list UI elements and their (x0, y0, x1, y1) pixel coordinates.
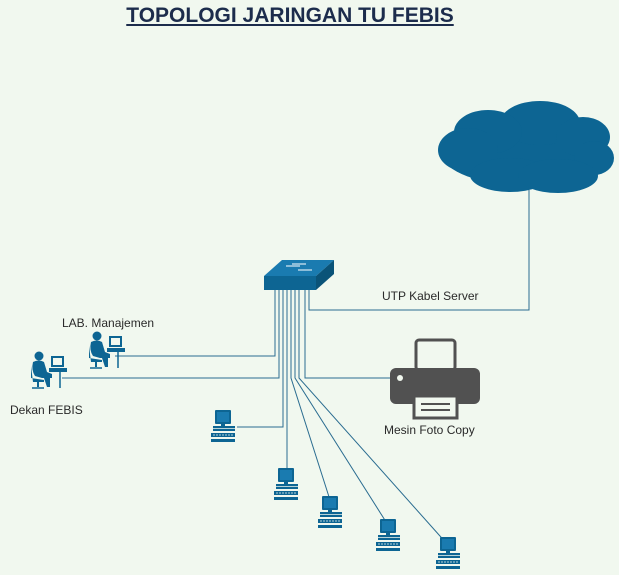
label-dekan: Dekan FEBIS (10, 403, 83, 417)
line-printer (304, 290, 390, 379)
desktop-computer-icon-1 (210, 409, 236, 443)
user-at-computer-icon-dekan (30, 350, 68, 389)
connection-lines (62, 190, 530, 546)
line-dekan (62, 290, 280, 379)
line-lab (115, 290, 276, 357)
cloud-icon (438, 101, 614, 193)
line-pc4 (294, 290, 389, 526)
desktop-computer-icon-2 (273, 467, 299, 501)
line-pc1 (237, 290, 284, 428)
user-at-computer-icon-lab (88, 330, 126, 369)
switch-icon (264, 260, 334, 290)
label-lab-manajemen: LAB. Manajemen (62, 316, 155, 330)
desktop-computer-icon-4 (375, 518, 401, 552)
desktop-computer-icon-3 (317, 495, 343, 529)
line-pc3 (290, 290, 331, 501)
printer-icon (390, 338, 480, 420)
line-server (308, 190, 530, 311)
page-title: TOPOLOGI JARINGAN TU FEBIS (126, 4, 454, 27)
line-pc5 (298, 290, 449, 546)
label-printer: Mesin Foto Copy (384, 423, 475, 437)
label-utp-server: UTP Kabel Server (382, 289, 479, 303)
desktop-computer-icon-5 (435, 536, 461, 570)
